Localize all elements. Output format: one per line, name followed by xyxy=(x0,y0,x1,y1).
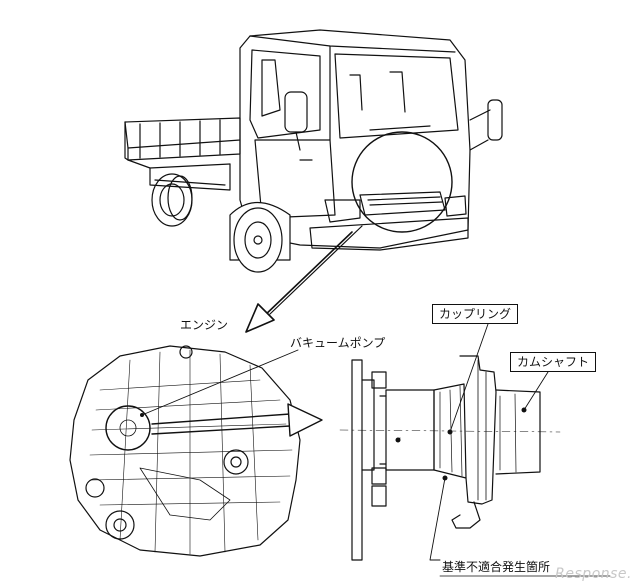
cam-housing xyxy=(459,355,497,505)
label-camshaft: カムシャフト xyxy=(510,352,597,372)
pump-body xyxy=(385,389,435,471)
arrow-truck-to-engine xyxy=(245,225,363,333)
truck-headlight-right xyxy=(444,195,467,217)
label-coupling: カップリング xyxy=(432,304,519,324)
pump-flange xyxy=(351,359,363,561)
watermark-logo: Response. xyxy=(555,566,632,582)
leader-defect-location xyxy=(429,477,446,561)
leader-vacuum-pump xyxy=(141,349,299,416)
truck-front-wheel xyxy=(229,202,291,273)
truck-side-mirror-right xyxy=(469,99,503,151)
label-engine: エンジン xyxy=(180,318,229,332)
truck-engine-callout-circle xyxy=(351,131,453,233)
truck-cargo-bed xyxy=(124,117,241,149)
engine-illustration xyxy=(69,345,301,557)
arrow-engine-to-detail xyxy=(151,403,323,437)
truck-bumper xyxy=(309,217,469,251)
truck-rear-wheel xyxy=(151,173,193,227)
cam-housing-bracket xyxy=(451,501,481,529)
truck-headlight-left xyxy=(324,199,361,223)
truck-illustration xyxy=(124,29,503,273)
leader-camshaft xyxy=(523,371,549,411)
leader-coupling xyxy=(449,323,489,433)
truck-door xyxy=(254,139,336,219)
truck-side-mirror-left xyxy=(284,91,308,151)
label-vacuum-pump: バキュームポンプ xyxy=(290,336,386,350)
vacuum-pump-section-detail xyxy=(339,355,561,561)
engine-vacuum-pump-callout-circle xyxy=(105,405,151,451)
engine-outline xyxy=(69,345,301,557)
truck-side-window xyxy=(249,49,321,139)
truck-windshield xyxy=(334,53,459,139)
truck-grille xyxy=(359,191,446,216)
label-defect-location: 基準不適合発生箇所 xyxy=(442,560,551,574)
